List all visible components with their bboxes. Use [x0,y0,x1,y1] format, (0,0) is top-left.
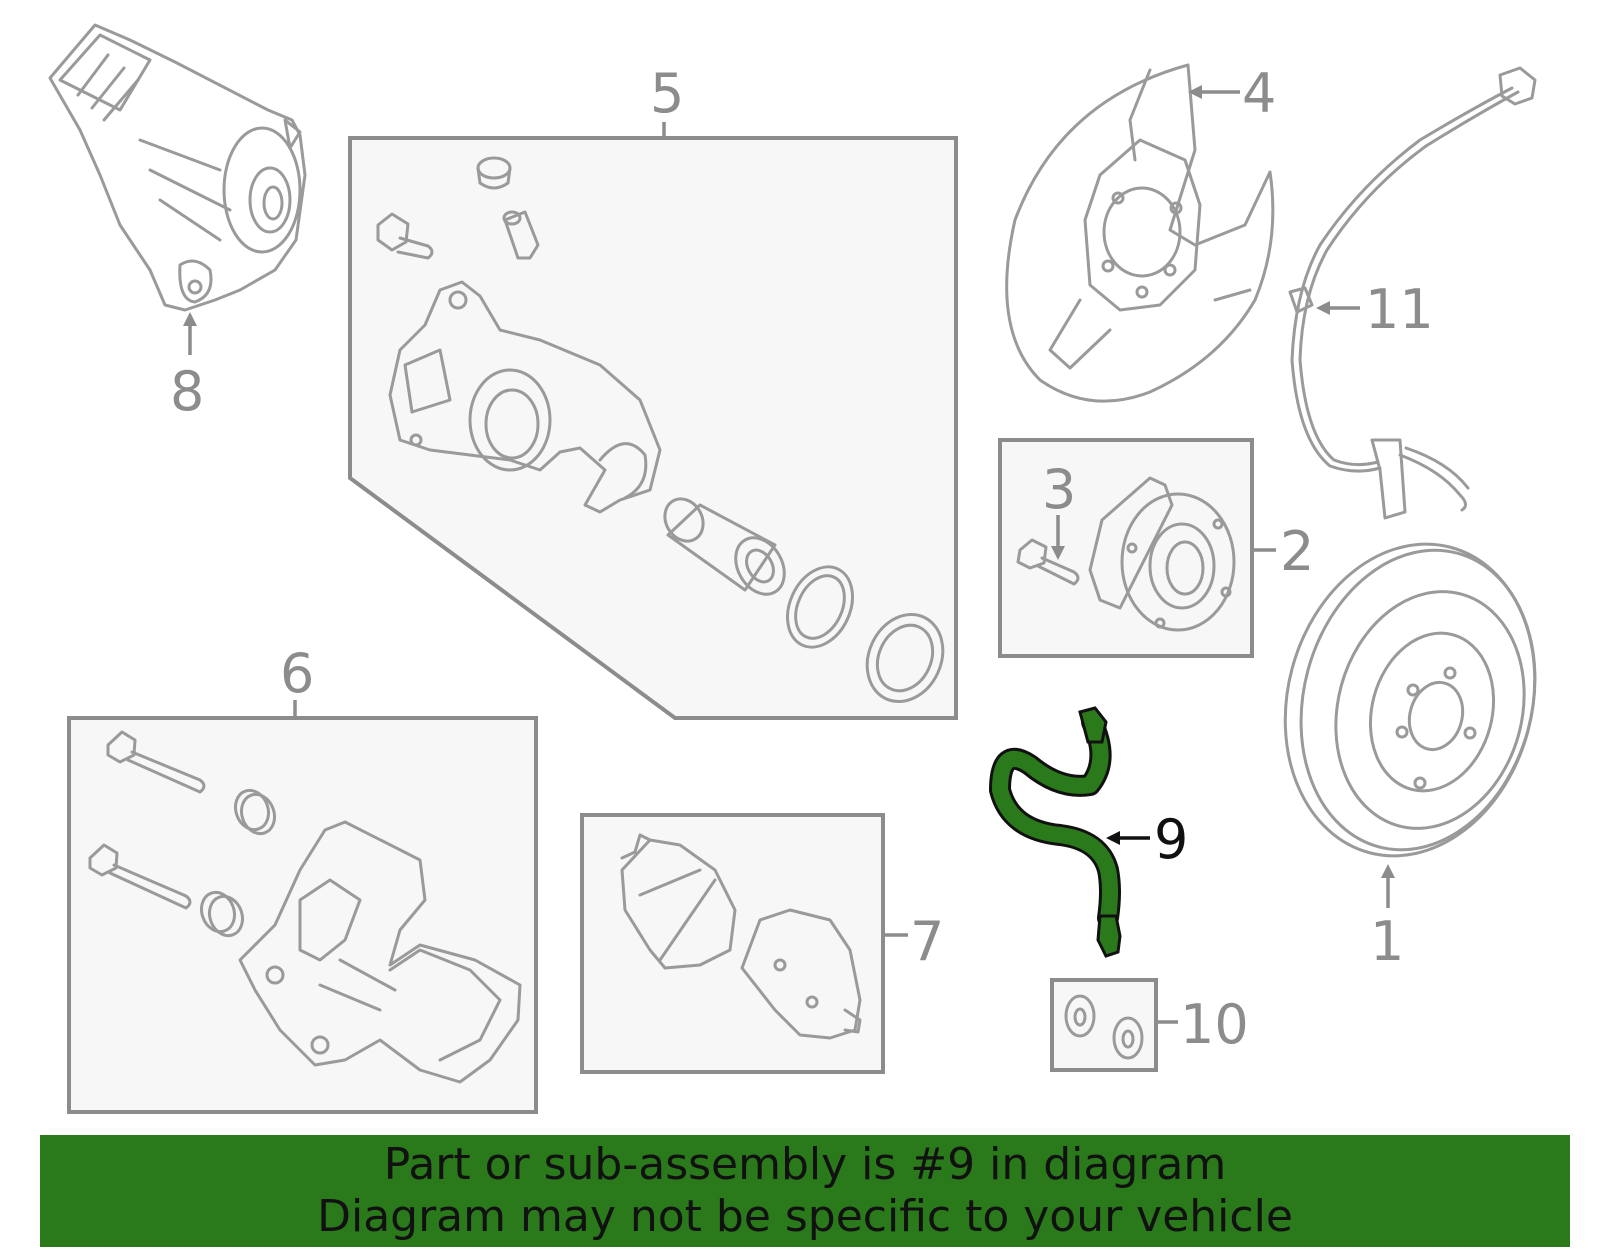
box-6 [67,716,538,1114]
part-10-washers[interactable] [1064,994,1144,1060]
banner-line-1: Part or sub-assembly is #9 in diagram [383,1139,1227,1190]
part-6-bracket-set[interactable] [88,730,522,1084]
callout-10[interactable]: 10 [1180,993,1249,1056]
arrow-11 [1316,301,1330,315]
part-2-3-hub-and-bolt[interactable] [1016,476,1236,632]
box-2 [998,438,1254,658]
arrow-4 [1188,85,1202,99]
callout-2[interactable]: 2 [1280,520,1314,583]
callout-11[interactable]: 11 [1365,278,1434,341]
arrow-3 [1051,546,1065,560]
part-11-speed-sensor[interactable] [1288,66,1537,520]
box-10 [1050,978,1158,1072]
part-7-brake-pads[interactable] [620,833,862,1040]
part-4-dust-shield[interactable] [1005,63,1275,403]
callout-8[interactable]: 8 [170,360,204,423]
callout-6[interactable]: 6 [280,642,314,705]
callout-4[interactable]: 4 [1242,62,1276,125]
callout-7[interactable]: 7 [910,910,944,973]
arrow-8 [183,312,197,326]
callout-9[interactable]: 9 [1154,808,1188,871]
box-7 [580,813,885,1074]
part-9-brake-hose[interactable] [989,706,1122,958]
callout-5[interactable]: 5 [650,62,684,125]
box-5 [348,136,958,720]
part-1-rotor[interactable] [1251,516,1568,884]
callout-1[interactable]: 1 [1370,910,1404,973]
arrow-1 [1381,864,1395,878]
part-8-actuator[interactable] [48,23,307,312]
info-banner: Part or sub-assembly is #9 in diagram Di… [40,1135,1570,1247]
banner-line-2: Diagram may not be specific to your vehi… [317,1191,1293,1242]
part-5-caliper-set[interactable] [376,156,957,714]
arrow-9 [1106,831,1120,845]
callout-3[interactable]: 3 [1042,458,1076,521]
